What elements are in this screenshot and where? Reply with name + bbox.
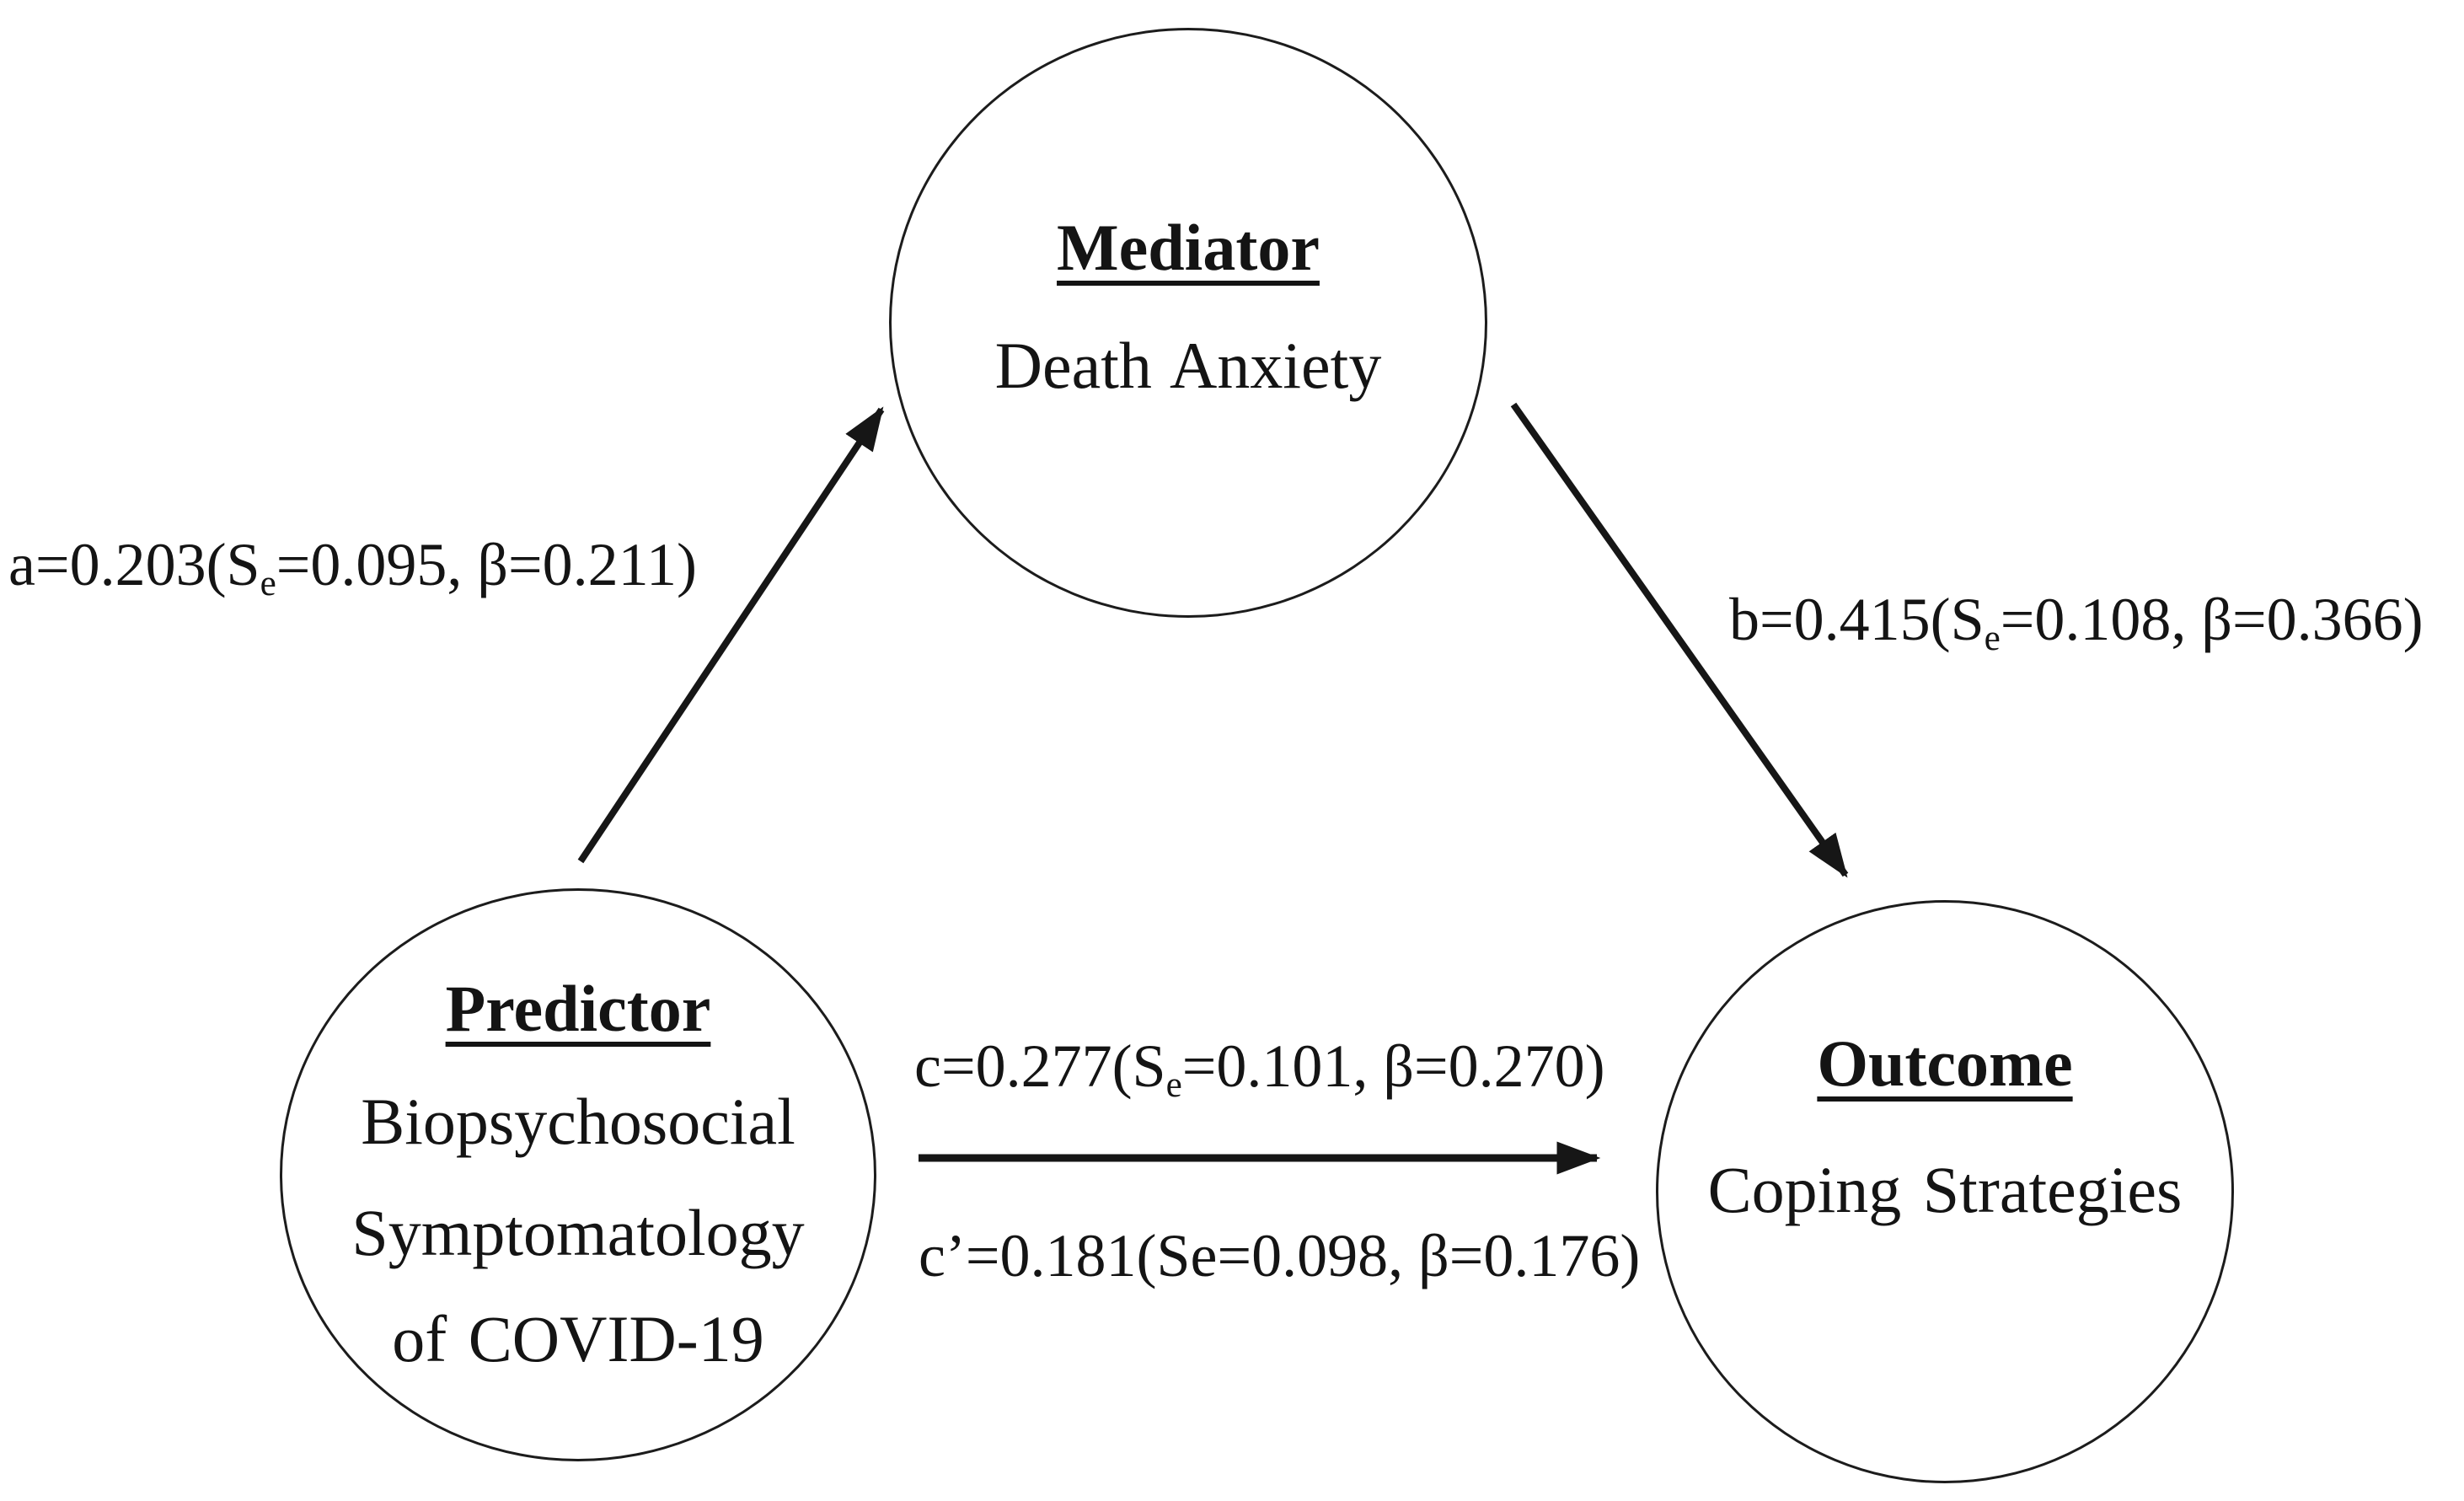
mediator-node-circle bbox=[889, 28, 1487, 618]
path-c-label: c=0.277(Se=0.101, β=0.270) bbox=[914, 1028, 1605, 1123]
path-a-label-sub: e bbox=[260, 564, 276, 604]
predictor-label-line-3: of COVID-19 bbox=[392, 1302, 764, 1375]
outcome-role-title: Outcome bbox=[1817, 1027, 2073, 1100]
mediator-label: Death Anxiety bbox=[994, 329, 1382, 402]
predictor-role-title: Predictor bbox=[445, 972, 711, 1045]
predictor-label-line-1: Biopsychosocial bbox=[361, 1085, 795, 1158]
mediator-role-title: Mediator bbox=[1057, 211, 1320, 284]
path-c-label-post: =0.101, β=0.270) bbox=[1181, 1032, 1605, 1100]
path-c-prime-label-pre: c’=0.181(Se=0.098, β=0.176) bbox=[919, 1222, 1641, 1289]
path-a-label-pre: a=0.203(S bbox=[8, 531, 260, 598]
path-c-label-pre: c=0.277(S bbox=[914, 1032, 1166, 1100]
path-c-prime-label: c’=0.181(Se=0.098, β=0.176) bbox=[919, 1218, 1640, 1313]
path-c-label-sub: e bbox=[1165, 1065, 1182, 1106]
outcome-node-circle bbox=[1656, 900, 2234, 1483]
path-b-label-post: =0.108, β=0.366) bbox=[2000, 586, 2424, 653]
path-b-label-pre: b=0.415(S bbox=[1729, 586, 1985, 653]
outcome-label: Coping Strategies bbox=[1707, 1153, 2183, 1226]
path-a-label: a=0.203(Se=0.095, β=0.211) bbox=[8, 527, 697, 622]
path-b-label: b=0.415(Se=0.108, β=0.366) bbox=[1729, 582, 2424, 677]
path-b-label-sub: e bbox=[1984, 619, 2001, 659]
path-a-arrow bbox=[577, 406, 885, 864]
predictor-node-circle bbox=[280, 888, 876, 1461]
path-a-label-post: =0.095, β=0.211) bbox=[276, 531, 697, 598]
predictor-label-line-2: Symptomatology bbox=[351, 1196, 805, 1269]
